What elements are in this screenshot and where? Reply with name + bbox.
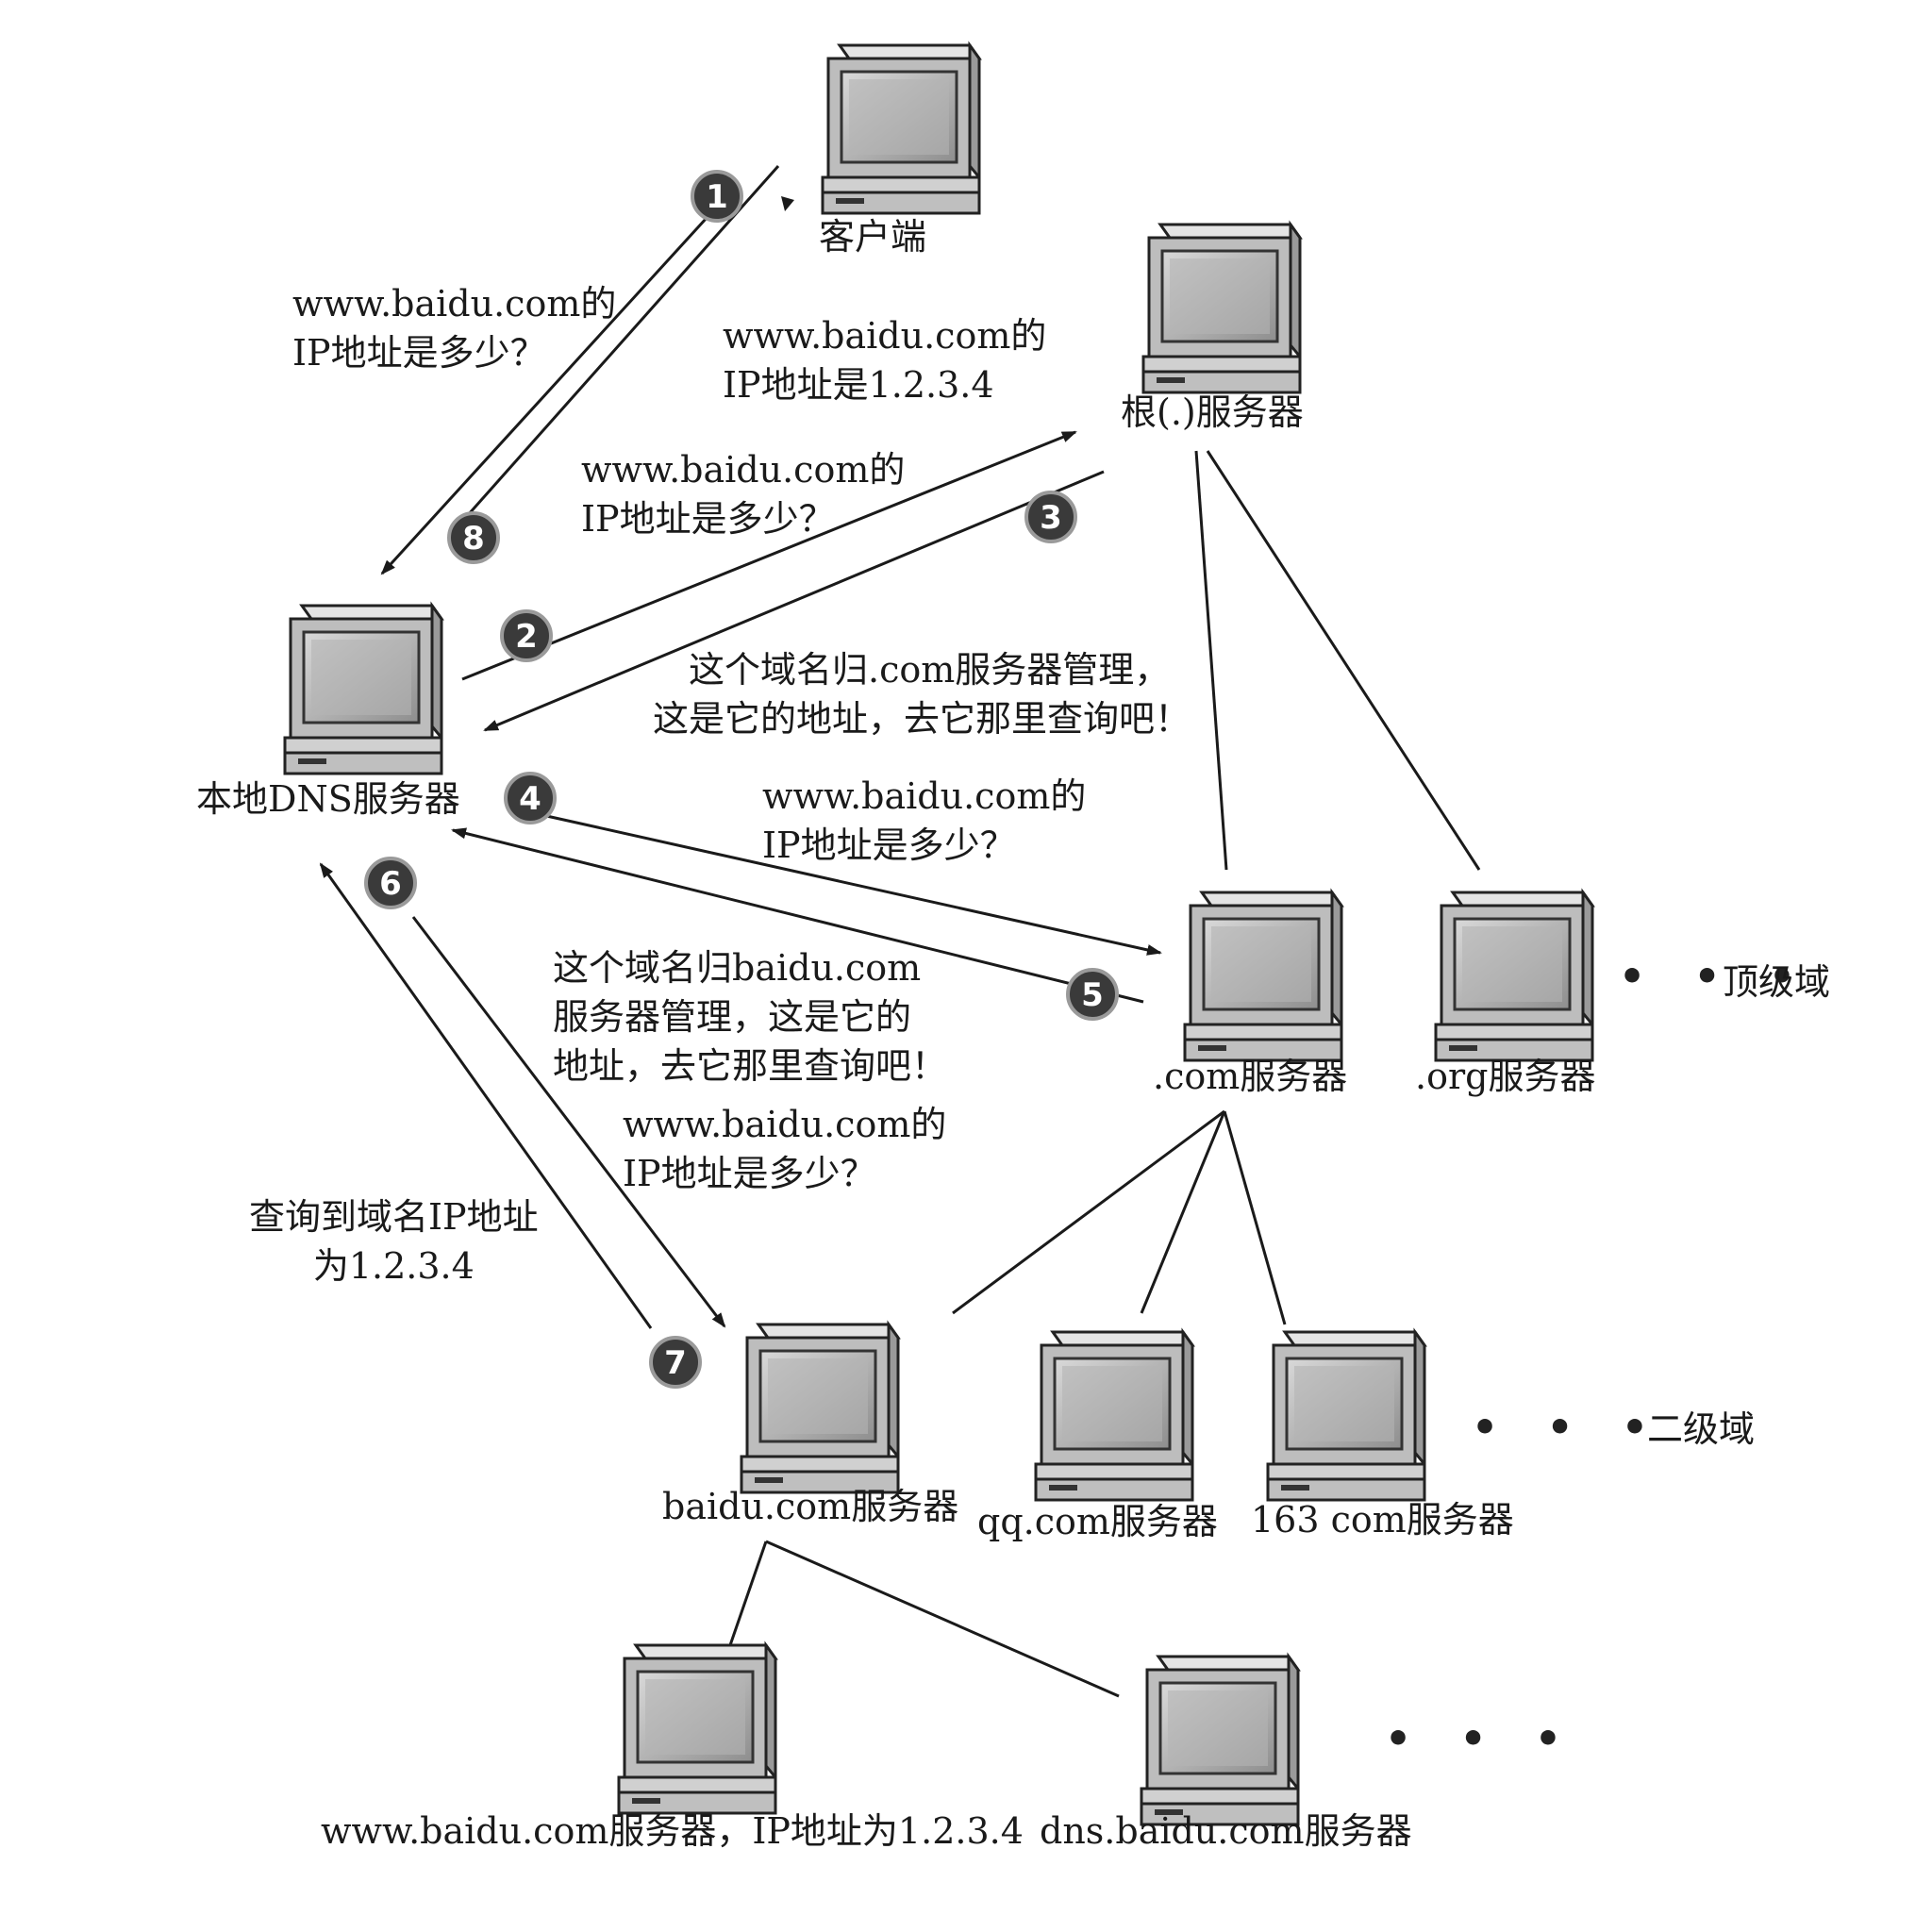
qq-server-label: qq.com服务器 bbox=[977, 1501, 1218, 1542]
arrow-step-4 bbox=[541, 813, 1162, 956]
message-line: 为1.2.3.4 bbox=[312, 1245, 475, 1287]
step-badge-3: 3 bbox=[1024, 491, 1077, 543]
message-line: 这个域名归.com服务器管理， bbox=[689, 649, 1171, 691]
message-step-5: 这个域名归baidu.com 服务器管理，这是它的 地址，去它那里查询吧！ bbox=[553, 943, 947, 1091]
arrow-step-3 bbox=[483, 470, 1105, 732]
arrow-step-8 bbox=[380, 194, 728, 575]
message-line: 查询到域名IP地址 bbox=[249, 1196, 539, 1238]
baidu-server-computer-icon bbox=[740, 1323, 900, 1494]
local-dns-computer-icon bbox=[283, 604, 443, 775]
message-line: 服务器管理，这是它的 bbox=[553, 996, 912, 1038]
sld-label: 二级域 bbox=[1647, 1408, 1756, 1450]
163-server-label: 163 com服务器 bbox=[1251, 1499, 1514, 1541]
message-step-2: www.baidu.com的 IP地址是多少？ bbox=[581, 445, 905, 543]
step-badge-6: 6 bbox=[364, 857, 417, 909]
message-step-3: 这个域名归.com服务器管理， 这是它的地址，去它那里查询吧！ bbox=[653, 645, 1191, 743]
local-dns-label: 本地DNS服务器 bbox=[196, 778, 460, 820]
svg-text:8: 8 bbox=[462, 520, 485, 558]
message-step-6: www.baidu.com的 IP地址是多少？ bbox=[623, 1100, 946, 1198]
message-line: 地址，去它那里查询吧！ bbox=[553, 1045, 948, 1087]
step-badge-5: 5 bbox=[1066, 968, 1119, 1021]
message-line: www.baidu.com的 bbox=[723, 315, 1047, 357]
message-line: www.baidu.com的 bbox=[292, 283, 617, 325]
step-badge-8: 8 bbox=[447, 511, 500, 564]
message-step-7: 查询到域名IP地址 为1.2.3.4 bbox=[249, 1192, 539, 1291]
message-step-8: www.baidu.com的 IP地址是1.2.3.4 bbox=[723, 311, 1046, 409]
dns-server-computer-icon bbox=[1140, 1655, 1300, 1826]
step-badge-1: 1 bbox=[691, 170, 743, 223]
third-level-ellipsis: • • • bbox=[1385, 1715, 1579, 1763]
com-to-163-line bbox=[1223, 1110, 1287, 1325]
svg-text:1: 1 bbox=[706, 178, 728, 216]
com-server-label: .com服务器 bbox=[1153, 1056, 1348, 1097]
sld-ellipsis: • • • bbox=[1472, 1404, 1666, 1452]
163-server-computer-icon bbox=[1266, 1330, 1426, 1502]
org-server-computer-icon bbox=[1434, 891, 1594, 1062]
query-arrows bbox=[319, 165, 1162, 1329]
baidu-to-dns-line bbox=[765, 1540, 1120, 1698]
step-badge-2: 2 bbox=[500, 609, 553, 662]
message-line: IP地址是多少？ bbox=[292, 332, 546, 374]
com-server-computer-icon bbox=[1183, 891, 1343, 1062]
arrow-step-6 bbox=[411, 916, 726, 1328]
www-server-label: www.baidu.com服务器，IP地址为1.2.3.4 bbox=[321, 1810, 1024, 1852]
step-badge-4: 4 bbox=[504, 772, 557, 824]
svg-text:7: 7 bbox=[664, 1344, 687, 1382]
message-line: 这个域名归baidu.com bbox=[553, 947, 922, 989]
message-line: IP地址是多少？ bbox=[581, 498, 835, 540]
org-server-label: .org服务器 bbox=[1415, 1056, 1596, 1097]
arrow-step-5 bbox=[451, 827, 1144, 1004]
svg-text:6: 6 bbox=[379, 865, 402, 903]
root-to-com-line bbox=[1194, 450, 1228, 871]
svg-text:2: 2 bbox=[515, 618, 538, 656]
step-badge-7: 7 bbox=[649, 1336, 702, 1389]
message-line: www.baidu.com的 bbox=[581, 449, 906, 491]
message-line: IP地址是多少？ bbox=[623, 1153, 876, 1194]
message-line: IP地址是多少？ bbox=[762, 824, 1016, 866]
tld-label: 顶级域 bbox=[1723, 961, 1831, 1003]
root-to-org-line bbox=[1206, 450, 1481, 871]
hierarchy-lines bbox=[728, 450, 1481, 1698]
baidu-to-www-line bbox=[728, 1541, 768, 1646]
client-label: 客户端 bbox=[819, 216, 927, 258]
root-server-label: 根(.)服务器 bbox=[1121, 391, 1304, 433]
arrow-step-1 bbox=[458, 165, 780, 525]
message-line: 这是它的地址，去它那里查询吧！ bbox=[653, 698, 1191, 740]
root-server-computer-icon bbox=[1141, 223, 1302, 394]
com-to-qq-line bbox=[1140, 1110, 1226, 1314]
message-line: IP地址是1.2.3.4 bbox=[723, 364, 994, 406]
arrow-step-7 bbox=[319, 862, 653, 1329]
arrow-step-2 bbox=[461, 430, 1077, 681]
message-line: www.baidu.com的 bbox=[623, 1104, 947, 1145]
dns-server-label: dns.baidu.com服务器 bbox=[1040, 1810, 1412, 1852]
svg-text:5: 5 bbox=[1081, 976, 1104, 1014]
tld-ellipsis: • • • bbox=[1619, 953, 1813, 1001]
qq-server-computer-icon bbox=[1034, 1330, 1194, 1502]
svg-text:4: 4 bbox=[519, 780, 541, 818]
message-step-4: www.baidu.com的 IP地址是多少？ bbox=[762, 772, 1086, 870]
baidu-server-label: baidu.com服务器 bbox=[662, 1486, 959, 1527]
message-step-1: www.baidu.com的 IP地址是多少？ bbox=[292, 279, 616, 377]
svg-text:3: 3 bbox=[1040, 499, 1062, 537]
client-computer-icon bbox=[821, 43, 981, 215]
com-to-baidu-line bbox=[952, 1109, 1225, 1315]
www-server-computer-icon bbox=[617, 1643, 777, 1815]
message-line: www.baidu.com的 bbox=[762, 775, 1087, 817]
